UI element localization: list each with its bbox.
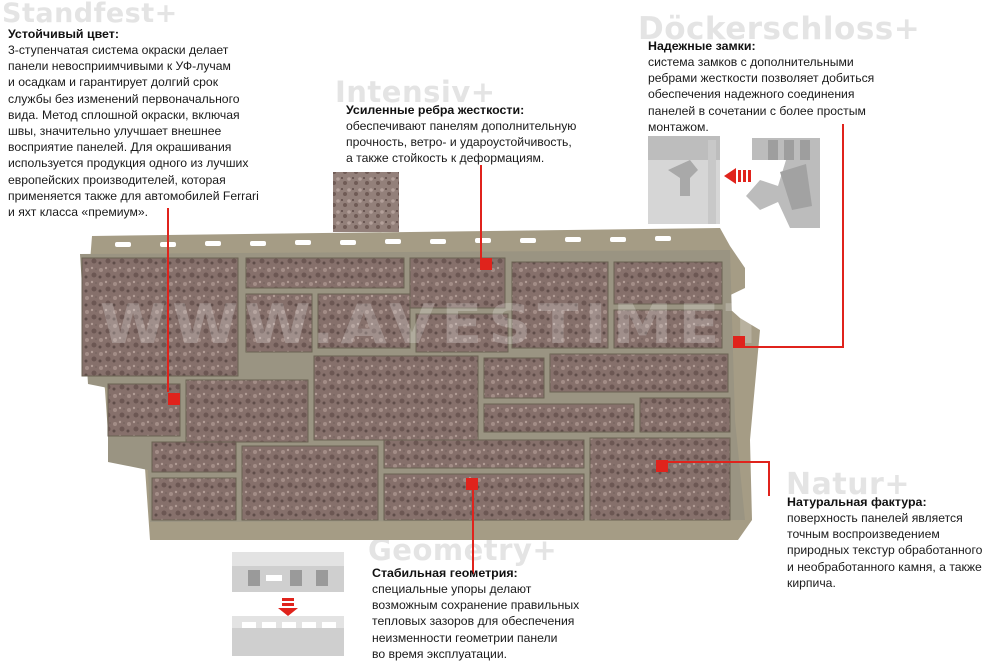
standfest-marker xyxy=(168,393,180,405)
standfest-feature: Устойчивый цвет: 3-ступенчатая система о… xyxy=(8,26,298,220)
geometry-marker xyxy=(466,478,478,490)
intensiv-text: обеспечивают панелям дополнительную проч… xyxy=(346,119,577,166)
dockerschloss-brand: Döckerschloss+ xyxy=(638,11,921,47)
natur-brand: Natur+ xyxy=(786,467,910,502)
lock-arrow-icon xyxy=(724,168,751,184)
dockerschloss-title: Надежные замки: xyxy=(648,39,756,53)
dockerschloss-callout-line-h xyxy=(744,346,844,348)
geometry-feature: Стабильная геометрия: специальные упоры … xyxy=(372,565,632,662)
nail-slots xyxy=(115,236,671,247)
geometry-text: специальные упоры делают возможным сохра… xyxy=(372,582,580,661)
natur-callout-line-v xyxy=(768,461,770,496)
natur-feature: Натуральная фактура: поверхность панелей… xyxy=(787,494,997,591)
geometry-brand: Geometry+ xyxy=(368,533,558,567)
dockerschloss-text: система замков с дополнительными ребрами… xyxy=(648,55,875,134)
panel-stones xyxy=(81,257,731,521)
natur-text: поверхность панелей является точным восп… xyxy=(787,511,983,590)
dockerschloss-marker xyxy=(733,336,745,348)
standfest-text: 3-ступенчатая система окраски делает пан… xyxy=(8,43,259,220)
standfest-title: Устойчивый цвет: xyxy=(8,27,119,41)
natur-callout-line-h xyxy=(660,461,770,463)
natur-title: Натуральная фактура: xyxy=(787,495,927,509)
geometry-callout-line xyxy=(472,484,474,574)
geometry-arrow-icon xyxy=(278,598,298,616)
intensiv-callout-line xyxy=(480,165,482,261)
intensiv-feature: Усиленные ребра жесткости: обеспечивают … xyxy=(346,102,616,167)
dockerschloss-callout-line-v xyxy=(842,124,844,347)
natur-marker xyxy=(656,460,668,472)
geometry-illustration xyxy=(232,552,344,656)
standfest-brand: Standfest+ xyxy=(2,0,178,29)
lock-illustration xyxy=(648,136,820,228)
intensiv-marker xyxy=(480,258,492,270)
standfest-callout-line xyxy=(167,208,169,392)
intensiv-title: Усиленные ребра жесткости: xyxy=(346,103,525,117)
dockerschloss-feature: Надежные замки: система замков с дополни… xyxy=(648,38,938,135)
stone-sample-swatch xyxy=(333,172,399,232)
geometry-title: Стабильная геометрия: xyxy=(372,566,518,580)
intensiv-brand: Intensiv+ xyxy=(335,75,496,109)
